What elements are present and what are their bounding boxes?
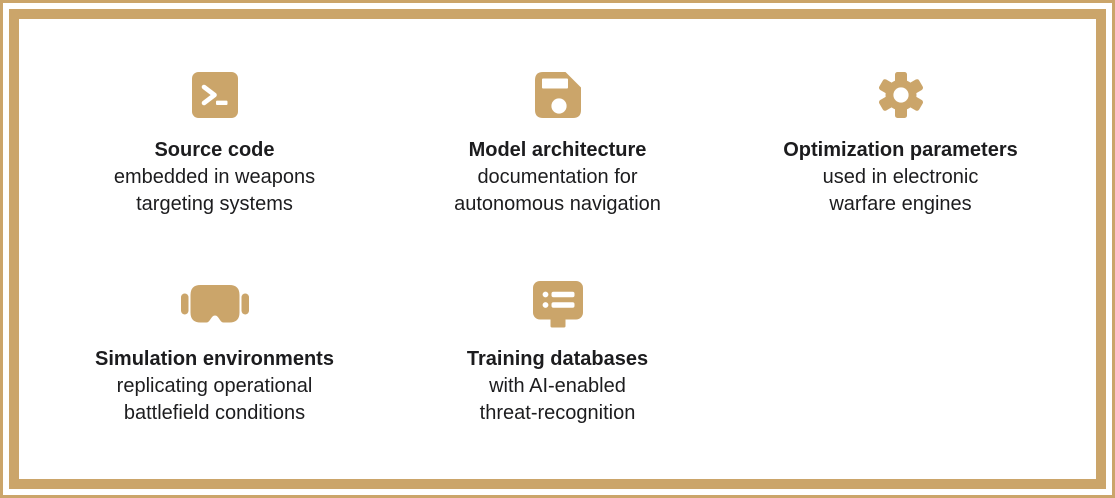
vr-headset-icon [180, 285, 249, 323]
card-title: Training databases [466, 348, 649, 370]
icon-slot [43, 71, 386, 119]
info-card-training-databases: Training databases with AI-enabled threa… [386, 280, 729, 427]
inner-frame: Source code embedded in weapons targetin… [9, 9, 1106, 489]
card-description: replicating operational battlefield cond… [116, 375, 313, 424]
card-description: documentation for autonomous navigation [454, 166, 661, 215]
info-card-model-architecture: Model architecture documentation for aut… [386, 71, 729, 218]
card-grid: Source code embedded in weapons targetin… [43, 71, 1072, 427]
icon-slot [729, 71, 1072, 119]
info-card-optimization-parameters: Optimization parameters used in electron… [729, 71, 1072, 218]
card-title: Source code [154, 139, 275, 161]
icon-slot [386, 71, 729, 119]
icon-slot [43, 280, 386, 328]
gear-icon [878, 72, 923, 118]
card-description: embedded in weapons targeting systems [113, 166, 316, 215]
terminal-icon [191, 72, 238, 118]
icon-slot [386, 280, 729, 328]
list-board-icon [532, 280, 583, 327]
card-description: used in electronic warfare engines [822, 166, 979, 215]
card-title: Simulation environments [95, 348, 334, 370]
floppy-disk-icon [534, 72, 581, 118]
card-title: Model architecture [468, 139, 647, 161]
card-description: with AI-enabled threat-recognition [479, 375, 636, 424]
info-card-simulation-environments: Simulation environments replicating oper… [43, 280, 386, 427]
card-title: Optimization parameters [783, 139, 1018, 161]
info-card-source-code: Source code embedded in weapons targetin… [43, 71, 386, 218]
